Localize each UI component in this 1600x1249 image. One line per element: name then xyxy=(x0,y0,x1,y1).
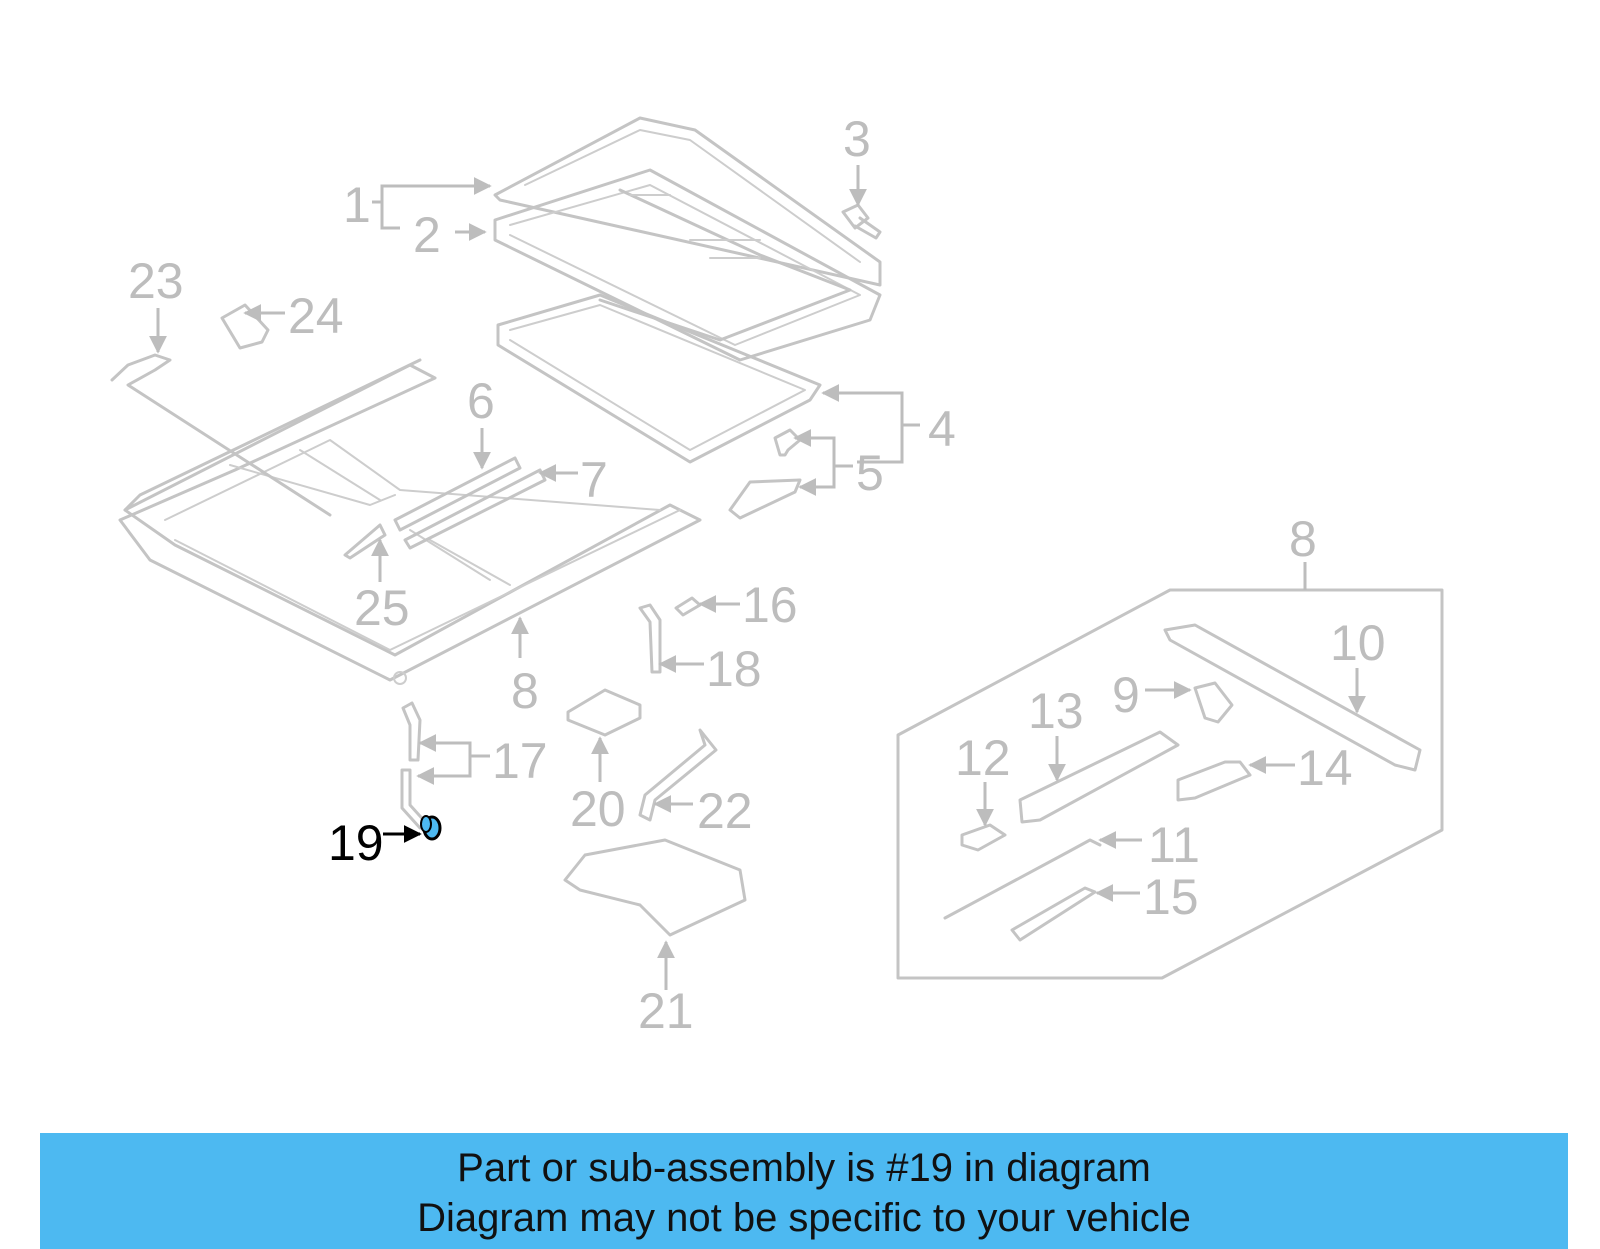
console-housing xyxy=(563,838,747,937)
callout-23: 23 xyxy=(128,253,184,309)
callout-4: 4 xyxy=(928,401,956,457)
sunroof-frame xyxy=(118,358,702,685)
callout-11: 11 xyxy=(1148,817,1200,873)
hose-clip xyxy=(674,596,702,617)
guide-rail xyxy=(393,456,522,532)
callout-13: 13 xyxy=(1028,683,1084,739)
callout-17: 17 xyxy=(492,733,548,789)
callout-20: 20 xyxy=(570,781,626,837)
callout-10: 10 xyxy=(1330,615,1386,671)
callout-8-assembly: 8 xyxy=(1289,511,1317,567)
callout-25: 25 xyxy=(354,580,410,636)
callout-2: 2 xyxy=(413,207,441,263)
callout-21: 21 xyxy=(638,983,694,1039)
glass-panel xyxy=(493,116,882,362)
drain-hose-side xyxy=(638,728,718,822)
slider-block xyxy=(728,478,802,520)
grommet-highlighted[interactable] xyxy=(420,815,442,841)
deflector-arm xyxy=(343,523,387,560)
callout-9: 9 xyxy=(1112,667,1140,723)
callout-7: 7 xyxy=(580,452,608,508)
banner-disclaimer-text: Diagram may not be specific to your vehi… xyxy=(417,1196,1191,1240)
guide-shoe xyxy=(773,428,802,457)
callout-8: 8 xyxy=(511,663,539,719)
drain-hose-front xyxy=(110,353,332,517)
callout-18: 18 xyxy=(706,641,762,697)
callout-12: 12 xyxy=(955,730,1011,786)
rail-cover xyxy=(403,468,547,550)
callout-6: 6 xyxy=(467,373,495,429)
callout-24: 24 xyxy=(288,288,344,344)
leader-lines xyxy=(149,165,1366,990)
trim-clip xyxy=(220,303,270,350)
callout-14: 14 xyxy=(1297,740,1353,796)
callout-15: 15 xyxy=(1143,869,1199,925)
sunshade-panel xyxy=(496,293,822,464)
drain-hose-rear xyxy=(400,701,430,830)
bolt xyxy=(841,203,882,240)
callout-1: 1 xyxy=(343,177,371,233)
drive-assembly-parts xyxy=(943,623,1422,942)
callout-19: 19 xyxy=(328,815,384,871)
callout-16: 16 xyxy=(742,577,798,633)
control-switch xyxy=(566,688,642,737)
drain-hose-upper xyxy=(638,603,662,674)
drive-assembly-box xyxy=(896,588,1444,980)
callout-labels: 1 2 3 4 5 6 7 8 8 9 10 11 12 13 14 15 16… xyxy=(128,111,1386,1039)
banner-part-text: Part or sub-assembly is #19 in diagram xyxy=(457,1146,1151,1190)
callout-22: 22 xyxy=(697,783,753,839)
callout-5: 5 xyxy=(856,445,884,501)
callout-3: 3 xyxy=(843,111,871,167)
info-banner: Part or sub-assembly is #19 in diagram D… xyxy=(40,1133,1568,1249)
